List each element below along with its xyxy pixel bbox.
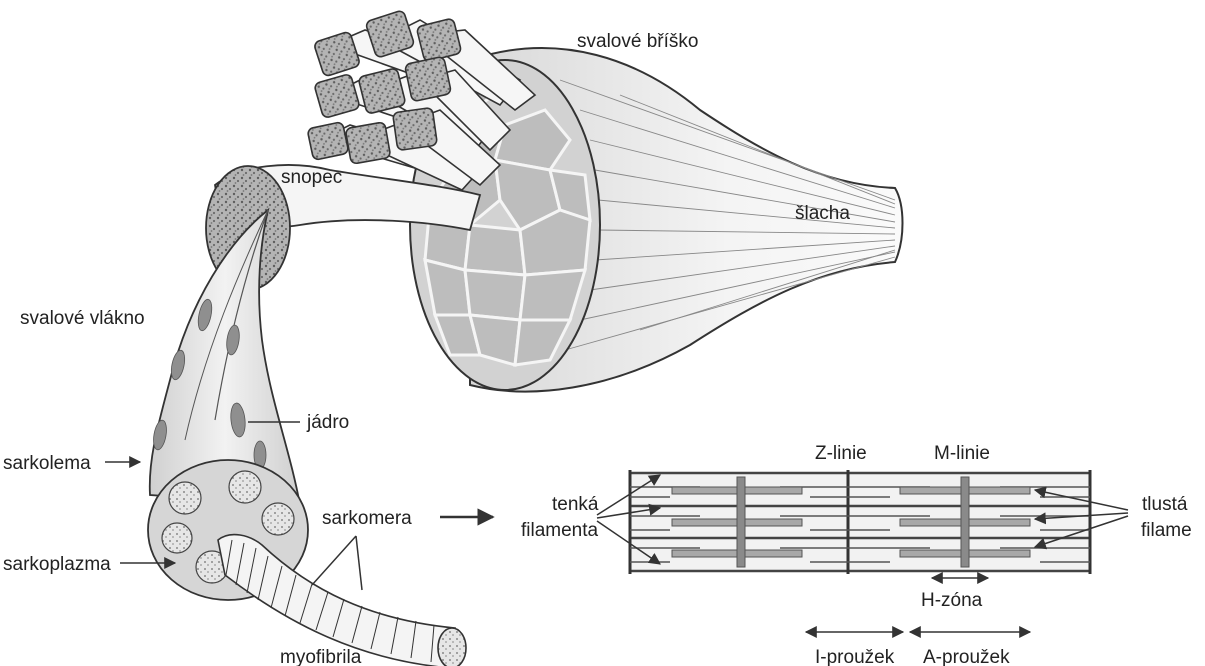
sarcomere-pointer [356,536,362,590]
myofibril-end [438,628,466,666]
label-thick-filaments-1: tlustá [1142,494,1188,515]
label-myofibril: myofibrila [280,647,362,666]
label-muscle-fiber: svalové vlákno [20,308,145,329]
label-sarcolemma: sarkolema [3,453,91,474]
label-sarcoplasm: sarkoplazma [3,554,111,575]
label-a-band: A-proužek [923,647,1010,666]
label-thin-filaments-2: filamenta [521,520,599,541]
label-belly: svalové bříško [577,31,698,52]
label-h-zone: H-zóna [921,590,983,611]
label-thin-filaments-1: tenká [552,494,599,515]
label-thick-filaments-2: filame [1141,520,1192,541]
m-line [737,477,745,567]
label-sarcomere: sarkomera [322,508,412,529]
label-i-band: I-proužek [815,647,895,666]
label-tendon: šlacha [795,203,850,224]
label-fascicle: snopec [281,167,342,188]
sarcomere-diagram [630,470,1090,574]
label-nucleus: jádro [306,412,349,433]
m-line [961,477,969,567]
label-z-line: Z-linie [815,443,867,464]
label-m-line: M-linie [934,443,990,464]
sarcomere-pointer [312,536,356,585]
